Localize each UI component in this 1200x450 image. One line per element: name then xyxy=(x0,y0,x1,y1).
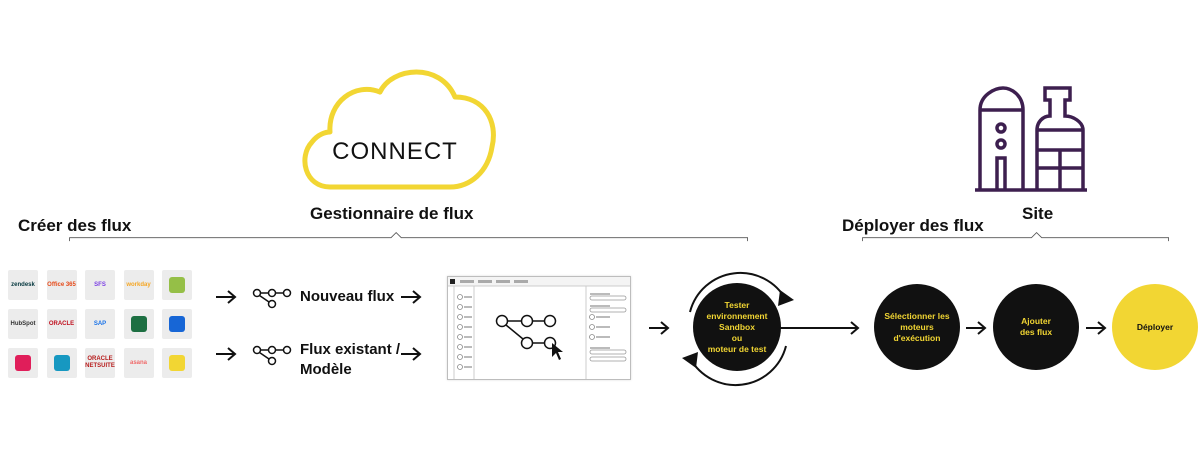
cursor-icon xyxy=(552,343,563,360)
existing-flow-label: Flux existant / Modèle xyxy=(300,340,400,380)
app-logo-slack xyxy=(8,348,38,378)
app-logo-asana: asana xyxy=(123,348,154,378)
app-logo-label: SAP xyxy=(93,320,107,327)
arrow-icon xyxy=(401,290,422,304)
trello-icon xyxy=(169,316,185,332)
app-logo-office365: Office 365 xyxy=(46,270,77,300)
test-step-line: ou xyxy=(731,332,743,343)
test-step-line: Tester xyxy=(724,299,750,310)
test-step-line: moteur de test xyxy=(707,343,767,354)
app-logo-sharepoint xyxy=(162,348,192,378)
app-logo-workday: workday xyxy=(123,270,154,300)
site-label: Site xyxy=(1022,204,1054,223)
site-factory-icon xyxy=(975,86,1087,192)
app-logo-label: HubSpot xyxy=(10,320,36,327)
test-step-line: environnement xyxy=(706,310,768,321)
flow-icon xyxy=(252,345,292,366)
arrow-icon xyxy=(966,321,987,335)
app-logo-label: SFS xyxy=(94,281,106,288)
deploy-flows-label: Déployer des flux xyxy=(842,216,984,235)
test-step-line: Sandbox xyxy=(719,321,755,332)
select-step-line: moteurs xyxy=(900,321,934,332)
flow-editor-screenshot xyxy=(447,276,631,380)
select-step-line: d'exécution xyxy=(893,332,941,343)
arrow-icon xyxy=(216,290,237,304)
app-logo-label: asana xyxy=(129,359,147,366)
app-logo-label: zendesk xyxy=(11,281,35,288)
app-logo-shopify xyxy=(162,270,192,300)
arrow-icon xyxy=(401,347,422,361)
create-section-bracket xyxy=(69,231,748,242)
app-logo-salesforce xyxy=(46,348,77,378)
arrow-icon xyxy=(216,347,237,361)
shopify-icon xyxy=(169,277,185,293)
existing-flow-line-1: Flux existant / xyxy=(300,341,401,358)
flow-icon xyxy=(252,288,292,309)
app-logo-label: ORACLE xyxy=(48,320,75,327)
app-logo-label: Office 365 xyxy=(47,281,76,288)
app-logo-sfs: SFS xyxy=(85,270,115,300)
deploy-step: Déployer xyxy=(1112,284,1198,370)
add-step-line: des flux xyxy=(1019,327,1053,337)
arrow-icon xyxy=(1086,321,1107,335)
flow-manager-label: Gestionnaire de flux xyxy=(310,204,474,223)
create-flows-label: Créer des flux xyxy=(18,216,132,235)
app-logo-label: workday xyxy=(126,281,151,288)
salesforce-icon xyxy=(53,355,70,371)
deploy-section-bracket xyxy=(862,231,1169,242)
app-logo-sap: SAP xyxy=(85,309,115,339)
app-logo-excel xyxy=(123,309,154,339)
add-step-line: Ajouter xyxy=(1021,316,1051,326)
arrow-icon xyxy=(771,321,860,335)
new-flow-label: Nouveau flux xyxy=(300,288,395,305)
existing-flow-line-2: Modèle xyxy=(300,361,352,378)
app-logo-oracle-netsuite: ORACLE NETSUITE xyxy=(85,348,115,378)
arrow-icon xyxy=(649,321,670,335)
slack-icon xyxy=(15,355,31,371)
excel-icon xyxy=(130,316,147,332)
deploy-step-label: Déployer xyxy=(1136,321,1174,332)
app-logo-zendesk: zendesk xyxy=(8,270,38,300)
app-logo-oracle: ORACLE xyxy=(46,309,77,339)
connect-logo-text: CONNECT xyxy=(332,138,458,165)
connect-cloud-logo xyxy=(302,69,496,190)
flow-editor-preview xyxy=(448,277,630,379)
app-logo-trello xyxy=(162,309,192,339)
app-logo-label: ORACLE NETSUITE xyxy=(85,356,115,369)
test-cycle-arrows-icon xyxy=(682,271,794,387)
app-logo-hubspot: HubSpot xyxy=(8,309,38,339)
sharepoint-icon xyxy=(169,355,185,371)
select-step-line: Sélectionner les xyxy=(884,310,950,321)
